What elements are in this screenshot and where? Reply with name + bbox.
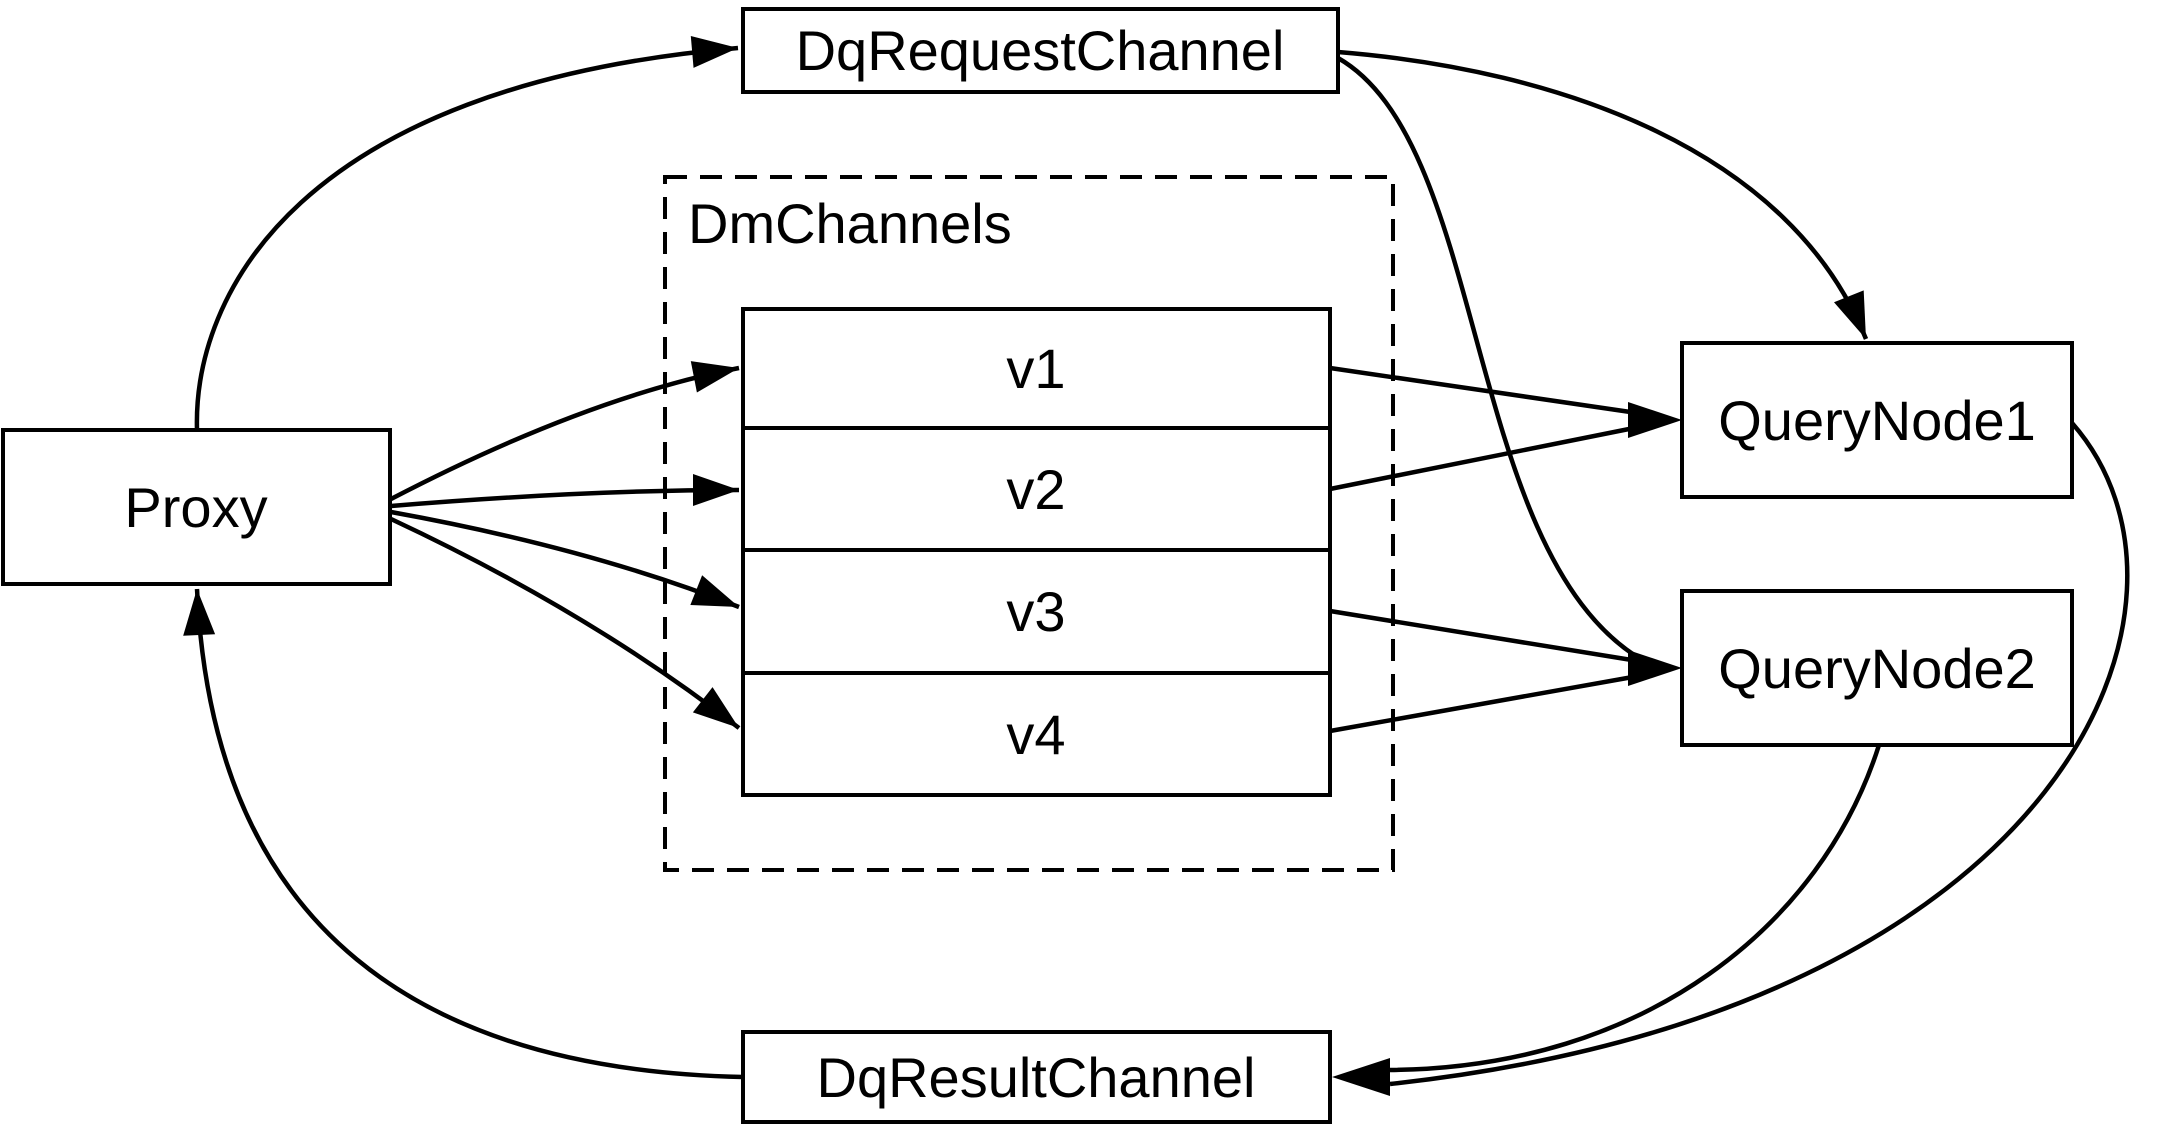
- edge-dqrequestchannel-to-querynode1: [1337, 49, 1869, 340]
- edge-v3-to-querynode2: [1329, 608, 1645, 665]
- dm-channels-group: [663, 175, 1395, 872]
- edge-proxy-to-v1: [389, 361, 740, 501]
- edge-proxy-to-v4: [390, 516, 741, 730]
- edge-proxy-to-v2: [390, 474, 740, 509]
- dm-channels-group-label: DmChannels: [688, 192, 1012, 255]
- query-node-1-label: QueryNode1: [1718, 389, 2036, 452]
- edge-proxy-to-v3: [390, 509, 740, 610]
- arrowhead-querynode1-left: [1628, 402, 1682, 438]
- channel-v4-label: v4: [1006, 703, 1065, 766]
- channel-v2-label: v2: [1006, 458, 1065, 521]
- arrowhead-dqresultchannel-right: [1332, 1058, 1390, 1096]
- dq-result-channel-label: DqResultChannel: [817, 1046, 1256, 1109]
- edge-proxy-to-dqrequestchannel: [194, 36, 739, 431]
- proxy-label: Proxy: [124, 476, 267, 539]
- channel-v1-label: v1: [1006, 337, 1065, 400]
- dq-request-channel-label: DqRequestChannel: [796, 19, 1285, 82]
- proxy-node: [1, 428, 392, 586]
- edge-querynode2-to-dqresultchannel: [1389, 744, 1882, 1073]
- edge-v4-to-querynode2: [1329, 672, 1645, 734]
- channel-v3-label: v3: [1006, 580, 1065, 643]
- arrowhead-querynode2-left: [1628, 650, 1682, 686]
- edge-querynode1-to-dqresultchannel: [1389, 421, 2130, 1087]
- edge-v2-to-querynode1: [1329, 423, 1645, 492]
- edge-dqresultchannel-to-proxy: [183, 588, 744, 1080]
- dq-request-channel-node: [741, 7, 1340, 94]
- edge-v1-to-querynode1: [1329, 365, 1645, 417]
- query-node-2-label: QueryNode2: [1718, 637, 2036, 700]
- edge-dqrequestchannel-to-querynode2: [1336, 56, 1644, 662]
